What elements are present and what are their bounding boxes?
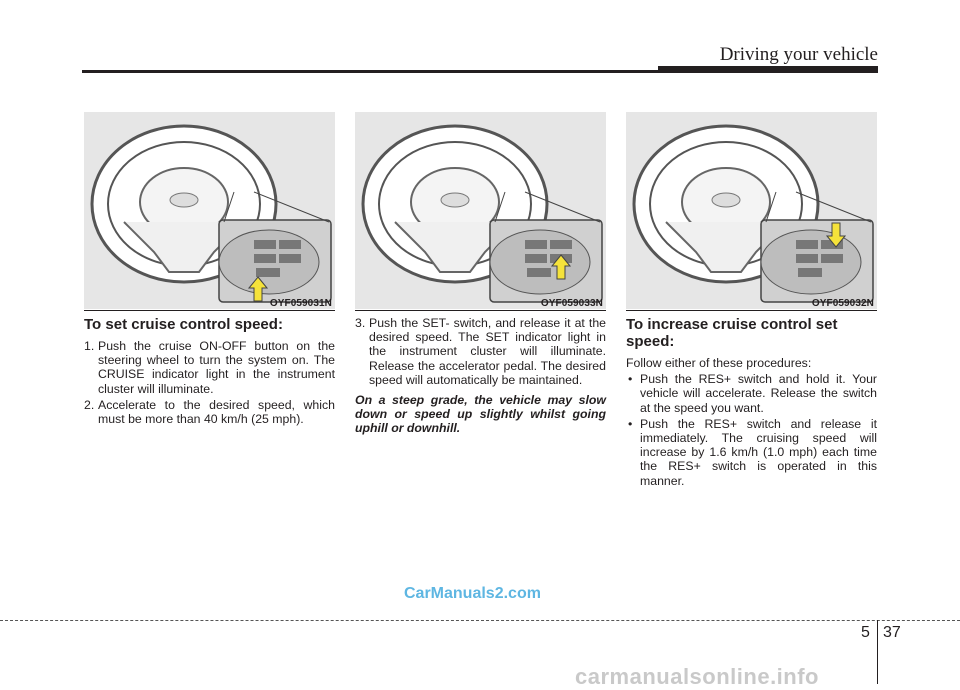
steering-wheel-illustration xyxy=(361,124,603,303)
bullet-item: • Push the RES+ switch and release it im… xyxy=(626,417,877,488)
figure-label: OYF059031N xyxy=(269,298,332,309)
steering-wheel-illustration xyxy=(90,124,332,303)
column-1: To set cruise control speed: 1. Push the… xyxy=(84,316,335,428)
page-number: 37 xyxy=(883,624,901,641)
heading-set-speed: To set cruise control speed: xyxy=(84,316,283,333)
column-3: To increase cruise control set speed: Fo… xyxy=(626,316,877,490)
header-rule-thin xyxy=(82,70,660,73)
step-item: 1. Push the cruise ON-OFF button on the … xyxy=(84,339,335,396)
figure-steering-wheel-3: OYF059032N xyxy=(626,112,877,309)
bullet-text: Push the RES+ switch and hold it. Your v… xyxy=(640,372,877,415)
figure-steering-wheel-1: OYF059031N xyxy=(84,112,335,309)
figure-steering-wheel-2: OYF059033N xyxy=(355,112,606,309)
arrow-up-icon xyxy=(248,276,268,302)
page-separator xyxy=(877,620,878,684)
column-2: 3. Push the SET- switch, and release it … xyxy=(355,316,606,436)
section-title: Driving your vehicle xyxy=(719,44,878,65)
header-rule-thick xyxy=(658,66,878,73)
steering-wheel-illustration xyxy=(632,124,874,303)
figure-label: OYF059032N xyxy=(811,298,874,309)
footer-dashed-rule xyxy=(0,620,960,621)
step-text: Accelerate to the desired speed, which m… xyxy=(98,397,335,427)
figure-rule xyxy=(355,310,606,311)
step-item: 3. Push the SET- switch, and release it … xyxy=(355,316,606,387)
bullet-item: • Push the RES+ switch and hold it. Your… xyxy=(626,372,877,415)
step-item: 2. Accelerate to the desired speed, whic… xyxy=(84,398,335,426)
heading-increase-speed: To increase cruise control set speed: xyxy=(626,316,838,350)
figure-label: OYF059033N xyxy=(540,298,603,309)
chapter-number: 5 xyxy=(861,624,870,641)
step-number: 1. xyxy=(84,339,95,353)
bullet-text: Push the RES+ switch and release it imme… xyxy=(640,416,877,488)
step-number: 2. xyxy=(84,397,95,412)
note-text: On a steep grade, the vehicle may slow d… xyxy=(355,393,606,436)
figure-rule xyxy=(626,310,877,311)
step-text: Push the SET- switch, and release it at … xyxy=(369,316,606,387)
step-text: Push the cruise ON-OFF button on the ste… xyxy=(98,339,335,396)
arrow-up-icon xyxy=(551,254,571,280)
arrow-down-icon xyxy=(826,222,846,248)
bullet-dot: • xyxy=(628,372,633,387)
bottom-watermark: carmanualsonline.info xyxy=(575,664,819,689)
figure-rule xyxy=(84,310,335,311)
intro-text: Follow either of these procedures: xyxy=(626,356,812,370)
step-number: 3. xyxy=(355,316,366,330)
watermark-link[interactable]: CarManuals2.com xyxy=(404,585,541,602)
bullet-dot: • xyxy=(628,416,633,431)
